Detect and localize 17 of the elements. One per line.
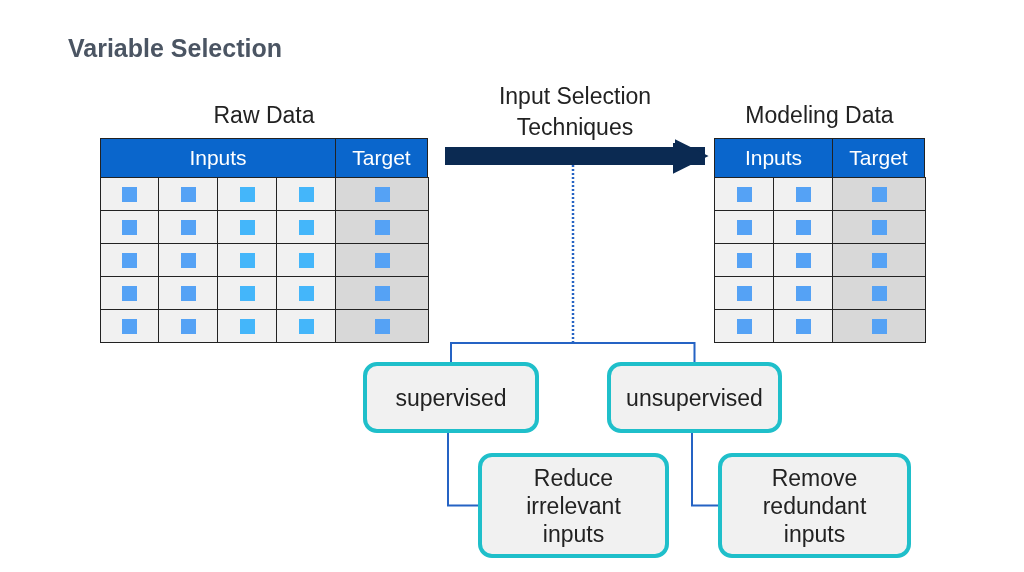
column-header: Target bbox=[335, 138, 428, 178]
connector-line bbox=[450, 342, 574, 363]
block-arrow bbox=[445, 138, 709, 174]
connector-line bbox=[691, 432, 719, 507]
column-header: Target bbox=[832, 138, 925, 178]
dotted-line bbox=[571, 165, 575, 343]
rounded-box: unsupervised bbox=[607, 362, 782, 433]
connector-line bbox=[447, 432, 479, 507]
title: Variable Selection bbox=[68, 34, 282, 63]
rounded-box: Remove redundant inputs bbox=[718, 453, 911, 558]
connector-line bbox=[572, 342, 696, 363]
column-header: Inputs bbox=[714, 138, 833, 178]
rounded-box: Reduce irrelevant inputs bbox=[478, 453, 669, 558]
rounded-box: supervised bbox=[363, 362, 539, 433]
column-header: Inputs bbox=[100, 138, 336, 178]
table-heading: Modeling Data bbox=[744, 102, 895, 129]
table-heading: Raw Data bbox=[212, 102, 316, 129]
